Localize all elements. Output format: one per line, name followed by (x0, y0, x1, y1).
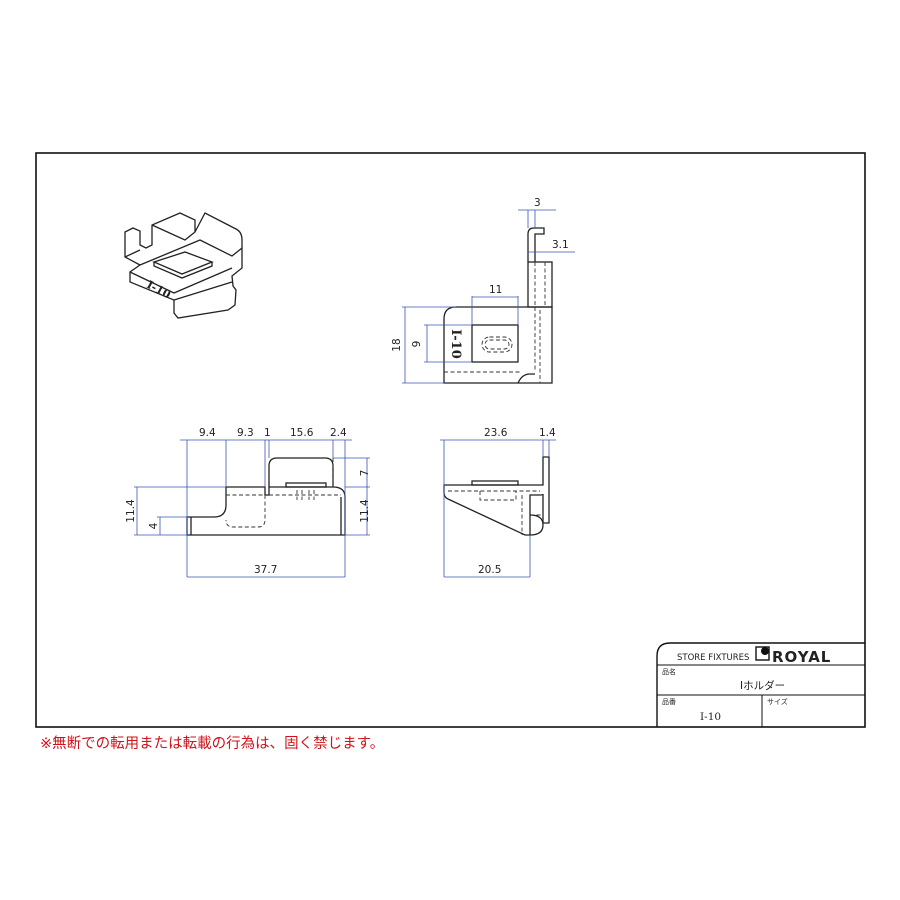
dim-overall-height: 18 (391, 338, 403, 351)
top-part-marking: I-10 (448, 329, 463, 359)
size-label: サイズ (767, 697, 788, 706)
dim-hook-offset: 3.1 (552, 239, 569, 251)
royal-logo: ROYAL (755, 646, 831, 666)
dim-body-height-left: 11.4 (125, 499, 137, 523)
dim-hook-width: 3 (534, 197, 541, 209)
product-name-label: 品名 (662, 667, 676, 676)
dim-step-height: 4 (148, 522, 160, 529)
top-view: I-10 3 3.1 11 9 18 (391, 197, 575, 384)
isometric-view: I-10 (124, 212, 243, 319)
svg-text:ROYAL: ROYAL (772, 648, 831, 666)
copyright-notice: ※無断での転用または転載の行為は、固く禁じます。 (40, 736, 385, 752)
dim-side-depth: 23.6 (484, 427, 508, 439)
title-block: STORE FIXTURES ROYAL 品名 Iホルダー 品番 I-10 サイ… (656, 642, 865, 727)
part-number: I-10 (700, 711, 721, 723)
sheet-border (35, 152, 866, 728)
dim-side-thickness: 1.4 (539, 427, 556, 439)
part-number-label: 品番 (662, 698, 676, 706)
dim-tab-height: 7 (359, 470, 371, 477)
company-label: STORE FIXTURES (677, 653, 749, 663)
dim-label-height: 9 (411, 341, 423, 348)
dim-front-b: 9.3 (237, 427, 254, 439)
dim-front-c: 1 (264, 427, 271, 439)
dim-body-height-right: 11.4 (359, 499, 371, 523)
dim-label-width: 11 (489, 284, 502, 296)
side-view: 23.6 1.4 20.5 (440, 427, 556, 578)
dim-overall-length: 37.7 (254, 564, 277, 576)
dim-front-a: 9.4 (199, 427, 216, 439)
dim-side-base-depth: 20.5 (478, 564, 501, 576)
product-name: Iホルダー (740, 679, 785, 692)
dim-front-e: 2.4 (330, 427, 347, 439)
front-view: 9.4 9.3 1 15.6 2.4 7 11.4 11.4 4 37.7 (125, 427, 371, 578)
dim-front-d: 15.6 (290, 427, 314, 439)
